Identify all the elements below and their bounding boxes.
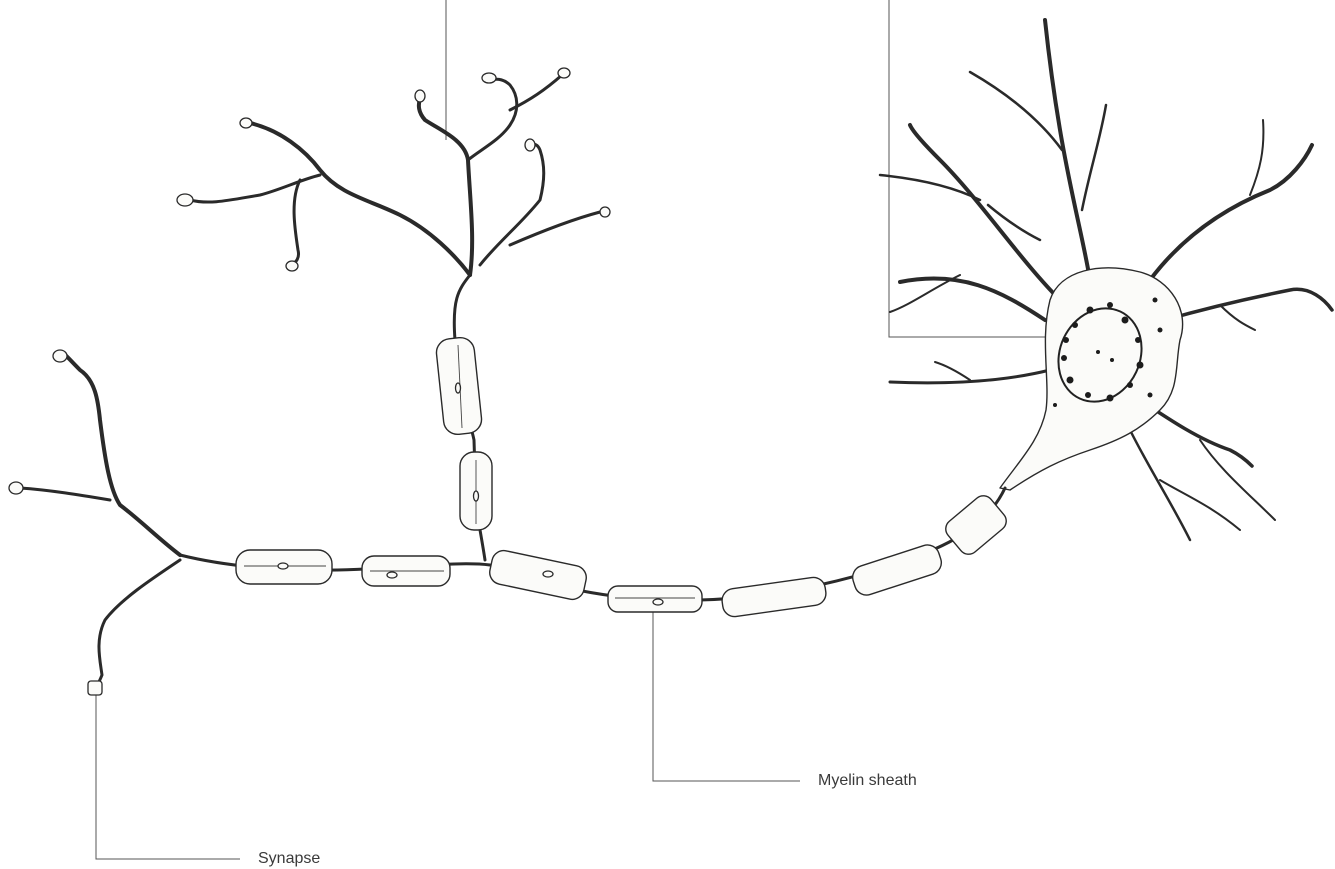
leader-line-synapse — [96, 694, 240, 859]
myelin-segment — [850, 542, 945, 598]
leader-lines — [96, 0, 1045, 859]
myelin-segment — [721, 576, 828, 618]
leader-line-myelin-sheath — [653, 612, 800, 781]
synapse-terminal — [88, 681, 102, 695]
leader-line-top-right — [889, 0, 1045, 337]
synapse-label: Synapse — [258, 850, 320, 868]
myelin-segment — [942, 492, 1011, 559]
myelin-sheath-label: Myelin sheath — [818, 772, 917, 790]
myelin-segment — [488, 548, 589, 601]
cell-body — [1000, 268, 1183, 490]
axon-collateral — [435, 275, 492, 560]
lower-terminal-branches — [9, 350, 180, 695]
upper-terminal-branches — [177, 68, 610, 275]
myelin-segments — [236, 492, 1010, 618]
